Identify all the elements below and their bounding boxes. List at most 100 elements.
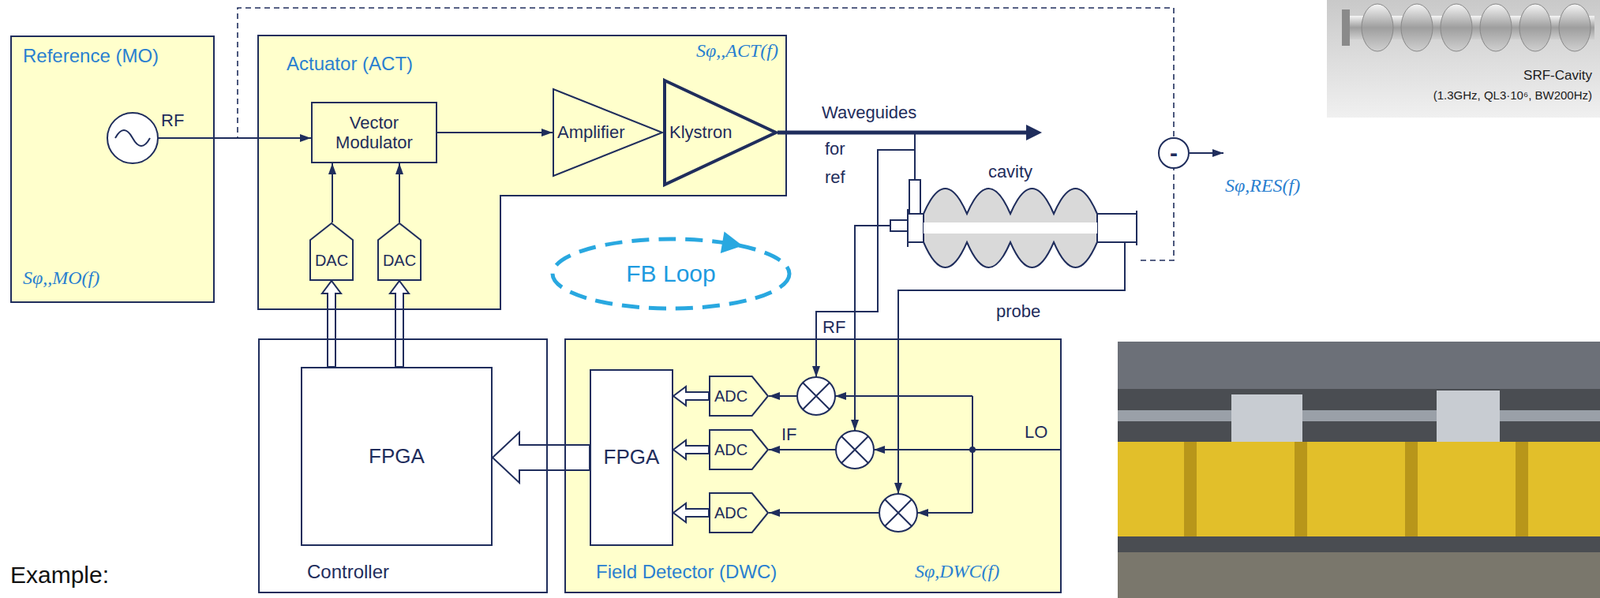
signal-arrow [331,163,334,223]
cryomodule-photo [1117,341,1600,390]
cavity-photo [1341,9,1350,46]
waveguide-label: Waveguides [821,102,917,123]
power-coupler [914,134,916,180]
subtraction-node: - [1157,137,1190,169]
cavity-photo [1326,0,1600,118]
node-text: DAC [314,251,349,270]
rf-signal-wire [873,449,973,451]
dac-symbol-outline [310,223,353,281]
node-text: Sφ,DWC(f) [914,561,1000,584]
cryomodule-photo [1117,442,1600,537]
node-text: ADC [714,441,748,460]
rf-signal-wire [835,395,973,398]
mixer-symbol [797,377,836,416]
cavity-symbol-outline [907,209,1137,248]
signal-label: LO [1024,422,1048,443]
bus-arrow [389,281,409,368]
signal-arrow [399,163,401,223]
adc-symbol: ADC [708,429,769,471]
signal-label: for [824,138,846,159]
oscillator-symbol [115,130,150,147]
node-text: FB Loop [625,260,716,289]
cryomodule-photo [1294,442,1308,537]
reference-box-fill [10,35,215,304]
cavity-photo [1480,3,1512,52]
dashed-line [1140,168,1174,261]
signal-label: RF [822,317,846,338]
mixer-symbol [835,430,874,469]
node-text: Klystron [669,122,732,143]
bus-arrow [673,386,709,406]
mixer-symbol [884,499,912,527]
node-text: Sφ,,MO(f) [22,267,100,290]
field-detector-box-fill [564,338,1062,594]
fpga-box-fill [589,369,674,547]
feedback-loop-ellipse-outline [720,231,743,254]
actuator-box-fill [258,35,787,310]
klystron-symbol-outline [664,80,776,185]
bus-arrow [673,386,709,406]
rf-wire [157,137,215,139]
feedback-loop-ellipse: FB Loop [548,235,794,313]
node-text: FPGA [603,445,660,470]
cryomodule-photo [1436,390,1500,443]
node-text: Vector Modulator [320,112,428,154]
cryomodule-photo [1117,410,1600,422]
bus-arrow [673,440,709,460]
bus-arrow [389,281,409,368]
node-text: cavity [988,161,1033,182]
signal-arrow [437,131,553,134]
field-detector-box: Field Detector (DWC) Sφ,DWC(f) FPGA ADC ADC A… [564,338,1062,594]
signal-label: probe [996,301,1041,322]
photo-caption: SRF-Cavity [1523,67,1593,84]
signal-arrow [437,132,553,134]
bus-arrow [322,281,341,368]
rf-signal-wire [972,449,1062,451]
node-text: Reference (MO) [22,44,159,68]
reference-box: Reference (MO) Sφ,,MO(f) [10,35,215,304]
cryomodule-photo [1117,341,1600,598]
oscillator-symbol [107,112,158,164]
photo-caption: (1.3GHz, QL3·10⁶, BW200Hz) [1433,88,1593,102]
oscillator-symbol [107,112,158,164]
junction-dot [969,446,976,454]
bus-arrow [673,440,709,460]
signal-label: ref [824,167,846,188]
rf-signal-wire [917,512,973,514]
signal-arrow [332,163,334,223]
spectrum-label: Sφ,RES(f) [1225,175,1301,198]
data-arrow [492,432,590,484]
adc-symbol-outline [709,430,769,470]
rf-signal-wire [816,149,915,378]
waveguide [777,131,1028,135]
cryomodule-photo [1184,442,1197,537]
signal-label: IF [781,424,798,445]
mixer-symbol [879,494,918,533]
subtraction-node-outline [1158,138,1189,169]
dac-symbol: DAC [309,222,354,282]
amplifier-symbol-outline [553,89,663,177]
waveguide [777,124,1042,141]
node-text: Actuator (ACT) [286,52,413,75]
adc-symbol-outline [709,493,769,533]
cavity-photo [1361,3,1394,52]
rf-signal-wire [768,449,836,451]
dashed-line [1140,168,1174,261]
node-text: Field Detector (DWC) [595,561,777,584]
cavity-photo [1440,3,1473,52]
klystron-symbol: Klystron [663,78,778,187]
adc-symbol: ADC [708,375,769,417]
mixer-symbol [802,382,830,410]
waveguide [1026,124,1042,141]
power-coupler [890,134,921,232]
signal-label: RF [161,110,184,131]
bus-arrow [322,281,341,368]
adc-symbol: ADC [708,492,769,534]
dac-symbol-outline [378,223,421,281]
note-text: Example: [10,562,109,590]
cavity-symbol-outline [923,188,1098,268]
data-arrow [492,432,590,484]
fpga-box-fill [300,367,493,547]
